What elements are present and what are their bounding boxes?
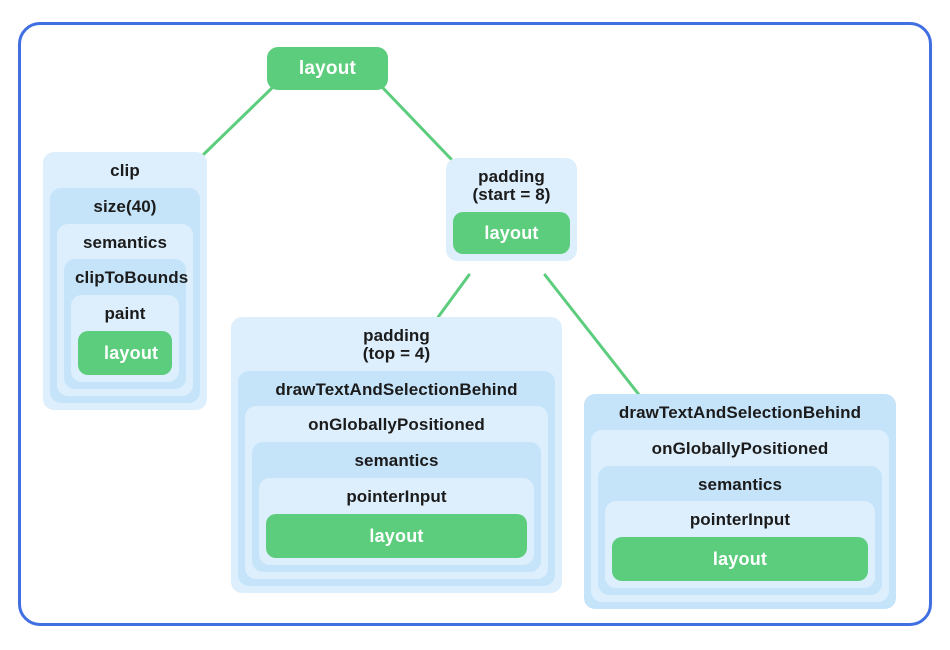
node-clip-tree[interactable]: clip size(40) semantics clipToBounds pai…: [43, 152, 207, 410]
node-ongloballypositioned-right[interactable]: onGloballyPositioned semantics pointerIn…: [591, 429, 889, 602]
node-label-padding-top-line1: padding: [363, 326, 430, 345]
node-label-pointerinput-mid: pointerInput: [346, 486, 447, 506]
node-semantics[interactable]: semantics clipToBounds paint layout: [57, 223, 193, 396]
node-label-pointerinput-right: pointerInput: [689, 510, 791, 530]
leaf-layout-right: layout: [612, 537, 868, 581]
node-label-drawtext-right: drawTextAndSelectionBehind: [618, 403, 862, 422]
leaf-layout-mid: layout: [266, 513, 527, 558]
node-pointerinput-mid[interactable]: pointerInput layout: [259, 477, 534, 565]
node-padding-top[interactable]: padding (top = 4) drawTextAndSelectionBe…: [231, 317, 562, 593]
leaf-layout-padding-start: layout: [453, 211, 570, 254]
leaf-layout-label: layout: [267, 47, 388, 90]
node-label-clip: clip: [110, 161, 140, 180]
leaf-layout-clip: layout: [78, 330, 172, 375]
node-label-cliptobounds: clipToBounds: [75, 268, 189, 288]
node-label-paint: paint: [104, 304, 146, 323]
node-label-semantics-mid: semantics: [354, 451, 439, 470]
node-label-padding-start-line2: (start = 8): [472, 184, 551, 204]
node-label-semantics: semantics: [82, 232, 168, 252]
node-cliptobounds[interactable]: clipToBounds paint layout: [64, 259, 189, 389]
node-label-ongloballypositioned-right: onGloballyPositioned: [651, 438, 829, 458]
node-label-ongloballypositioned-mid: onGloballyPositioned: [308, 415, 485, 435]
node-drawtextandselectionbehind-mid[interactable]: drawTextAndSelectionBehind onGloballyPos…: [238, 370, 555, 586]
node-label-semantics-right: semantics: [697, 474, 783, 494]
node-semantics-right[interactable]: semantics pointerInput layout: [598, 465, 882, 595]
node-label-padding-top-line2: (top = 4): [362, 343, 431, 363]
node-drawtext-right-tree[interactable]: drawTextAndSelectionBehind onGloballyPos…: [584, 394, 896, 609]
node-size40[interactable]: size(40) semantics clipToBounds paint la…: [50, 187, 200, 403]
node-ongloballypositioned-mid[interactable]: onGloballyPositioned semantics pointerIn…: [245, 406, 548, 579]
node-label-size40: size(40): [93, 196, 157, 216]
node-label-drawtext-mid: drawTextAndSelectionBehind: [275, 379, 518, 399]
node-pointerinput-right[interactable]: pointerInput layout: [605, 501, 875, 588]
node-label-padding-start-line1: padding: [478, 167, 545, 186]
node-padding-start[interactable]: padding (start = 8) layout: [446, 158, 577, 261]
node-root-layout[interactable]: layout: [267, 47, 388, 90]
node-semantics-mid[interactable]: semantics pointerInput layout: [252, 442, 541, 572]
node-paint[interactable]: paint layout: [71, 295, 179, 382]
